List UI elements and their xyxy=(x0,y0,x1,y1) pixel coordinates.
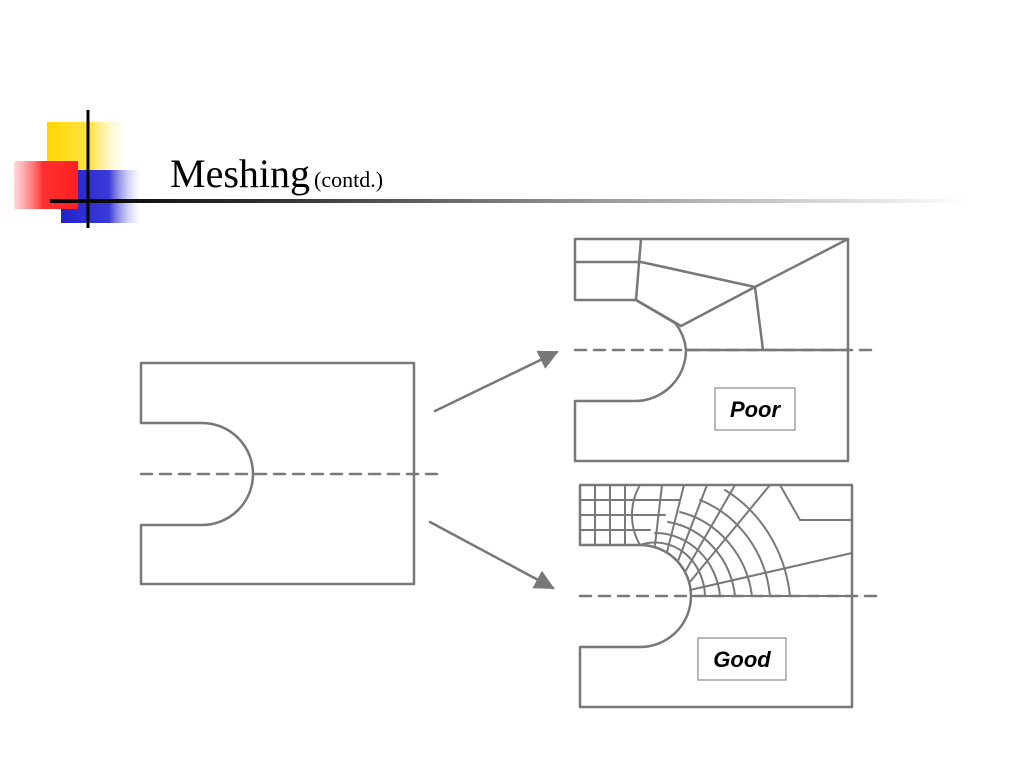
title-main: Meshing xyxy=(170,151,310,196)
good-mesh xyxy=(578,483,878,709)
poor-label-text: Poor xyxy=(730,397,782,422)
good-label-box xyxy=(697,637,787,681)
poor-label: Poor xyxy=(714,387,796,431)
poor-label-box xyxy=(714,387,796,431)
page-title: Meshing (contd.) xyxy=(170,150,383,197)
good-label-text: Good xyxy=(713,647,771,672)
corner-decoration xyxy=(14,110,141,228)
good-mesh-lines xyxy=(579,484,853,597)
poor-mesh-outline xyxy=(573,237,850,463)
original-part xyxy=(139,361,439,586)
arrow-to-poor xyxy=(433,350,559,413)
poor-mesh-lines xyxy=(573,237,850,352)
good-mesh-outline xyxy=(578,483,854,709)
good-label: Good xyxy=(697,637,787,681)
title-underline xyxy=(50,199,970,203)
poor-mesh xyxy=(573,237,874,463)
title-subtitle: (contd.) xyxy=(314,167,384,192)
arrow-to-good xyxy=(428,520,555,590)
original-part-outline xyxy=(139,361,416,586)
